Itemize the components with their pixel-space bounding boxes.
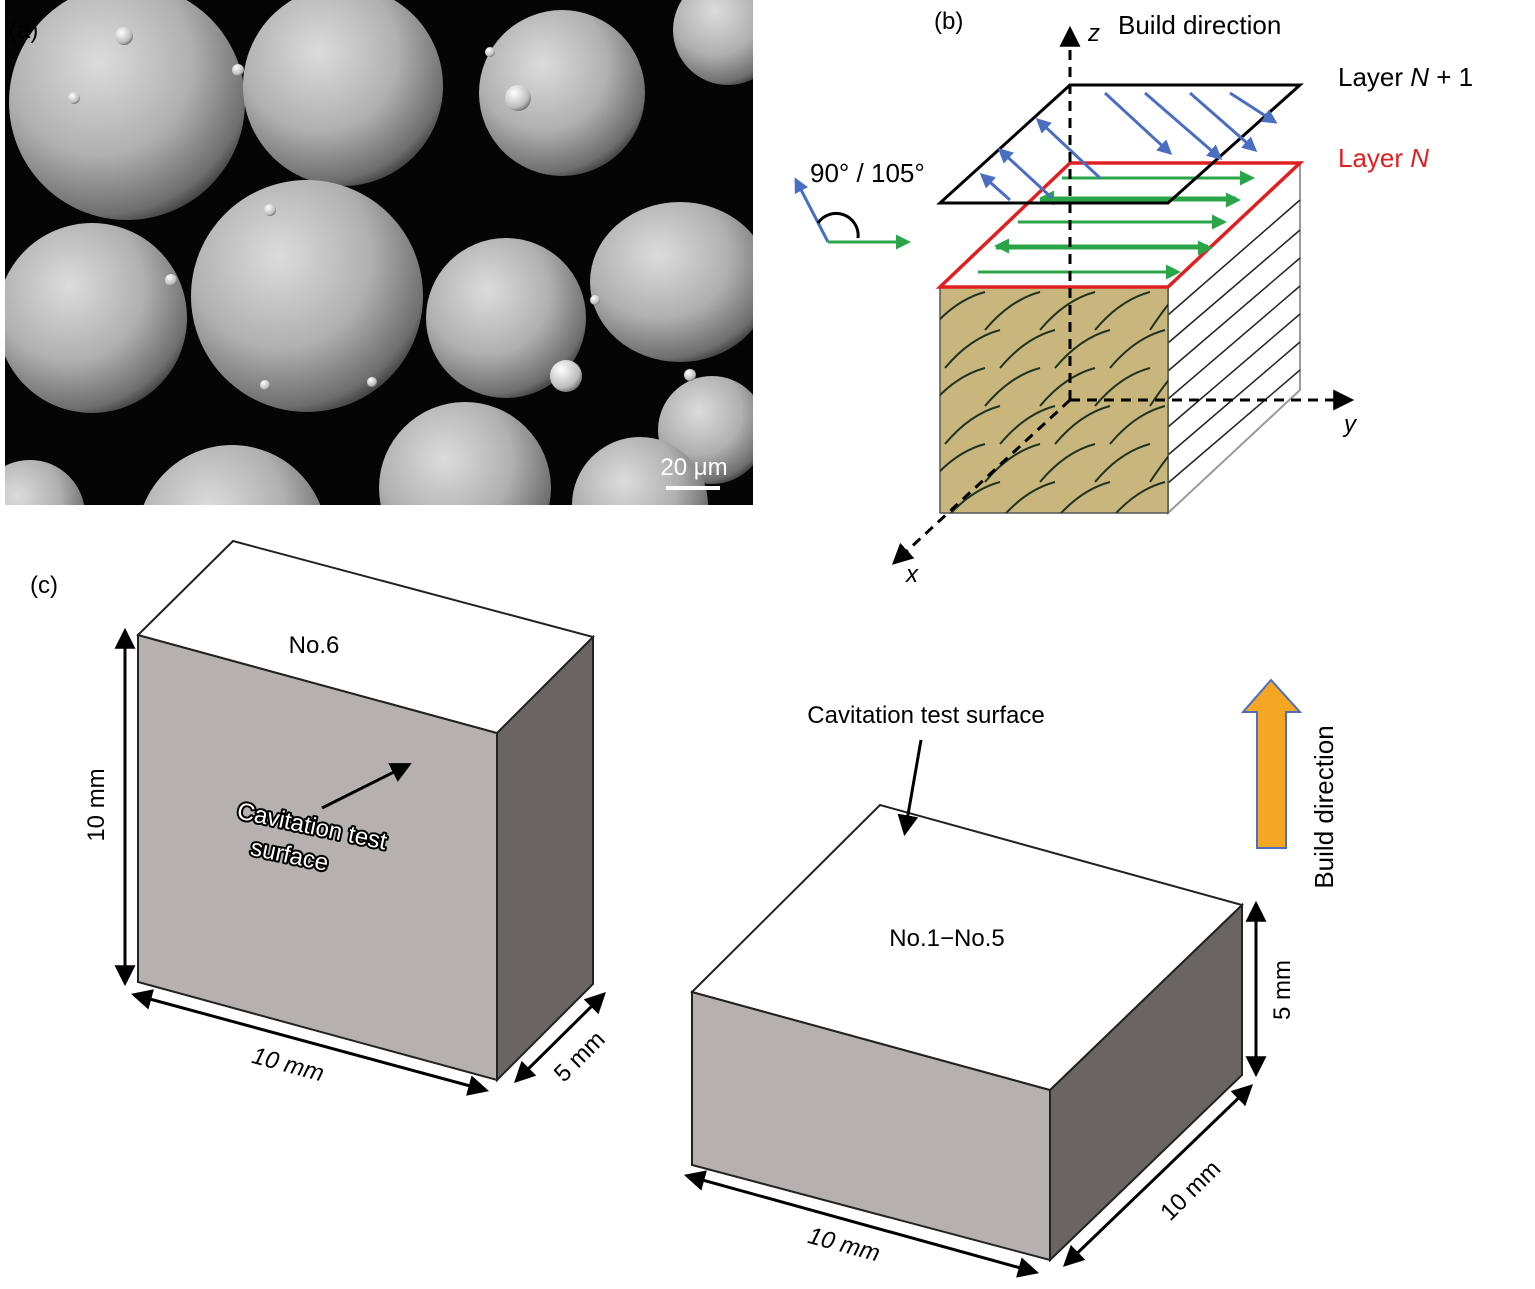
- no6-label: No.6: [289, 632, 340, 659]
- panel-a-sem-image: [5, 0, 753, 505]
- no1-5-depth-dimension: [1062, 1084, 1254, 1267]
- no1-5-surface-label: Cavitation test surface: [807, 702, 1044, 729]
- cube-front-face-melt-pools: [939, 286, 1169, 514]
- panel-b-label: (b): [934, 8, 963, 35]
- no1-5-width-dimension: [683, 1170, 1040, 1278]
- rotation-angle-label: 90° / 105°: [810, 158, 925, 188]
- layer-n-return-arrows: [994, 190, 1236, 254]
- layer-stripes: [1167, 199, 1301, 484]
- layer-n-scan-arrows: [978, 170, 1255, 280]
- panel-c-specimens: (c) No.6 Cavitation test surface 10 mm 1…: [30, 539, 1339, 1278]
- layer-n-plus-1-return-arrows: [979, 117, 1102, 202]
- scale-bar-label: 20 μm: [660, 454, 727, 481]
- x-axis: [891, 398, 1072, 565]
- no6-width-label: 10 mm: [249, 1042, 327, 1087]
- rotation-angle-indicator: [794, 177, 911, 250]
- no6-top-face: [136, 539, 595, 735]
- specimen-no6: [136, 539, 595, 1083]
- specimen-no1-no5: [690, 803, 1244, 1263]
- y-axis-label: y: [1342, 411, 1358, 438]
- z-axis-label: z: [1087, 20, 1100, 47]
- no1-5-height-label: 5 mm: [1269, 960, 1296, 1020]
- layer-n-plus-1-scan-arrows: [1103, 91, 1278, 160]
- build-direction-label: Build direction: [1118, 10, 1281, 40]
- no6-surface-pointer-arrow: [321, 763, 412, 810]
- layer-n-plus-1-outline: [936, 83, 1304, 205]
- no1-5-surface-pointer-arrow: [897, 739, 923, 837]
- panel-c-label: (c): [30, 572, 58, 599]
- melt-pool-tracks: [940, 291, 1168, 513]
- panel-a-label: (a): [9, 17, 38, 44]
- no1-5-label: No.1−No.5: [889, 925, 1004, 952]
- no1-5-width-label: 10 mm: [805, 1222, 883, 1267]
- layer-n-plus-1-label: Layer N + 1: [1338, 62, 1473, 92]
- no6-width-dimension: [130, 989, 490, 1096]
- build-direction-arrow: [1240, 678, 1303, 849]
- no6-depth-label: 5 mm: [549, 1026, 611, 1088]
- layer-n-label: Layer N: [1338, 143, 1429, 173]
- no1-5-top-face: [690, 803, 1244, 1092]
- no6-depth-dimension: [514, 992, 606, 1083]
- no6-height-label: 10 mm: [83, 768, 110, 841]
- panel-b-scan-strategy: (b): [794, 8, 1473, 588]
- x-axis-label: x: [905, 561, 919, 588]
- build-direction-text: Build direction: [1309, 725, 1339, 888]
